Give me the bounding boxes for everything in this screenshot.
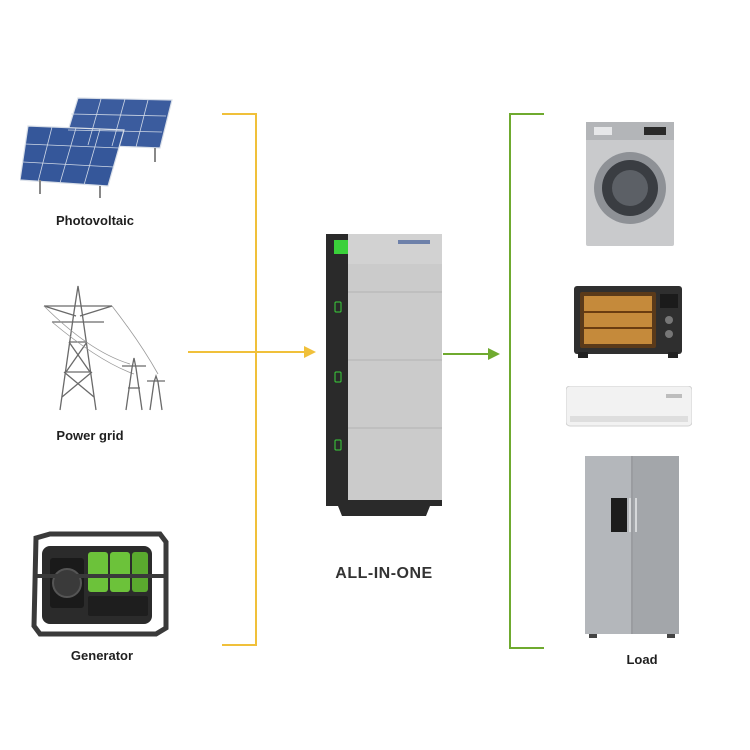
photovoltaic-label: Photovoltaic — [55, 213, 134, 228]
washing-machine-icon — [586, 122, 674, 246]
power-grid-tower-icon — [30, 282, 170, 412]
all-in-one-battery-cabinet-icon — [326, 234, 442, 516]
input-arrowhead — [304, 346, 316, 358]
oven-icon — [574, 286, 682, 358]
output-arrowhead — [488, 348, 500, 360]
all-in-one-label: ALL-IN-ONE — [335, 565, 433, 582]
load-label: Load — [626, 652, 658, 667]
power-grid-label: Power grid — [56, 428, 124, 443]
solar-panel-icon — [20, 90, 180, 200]
air-conditioner-icon — [566, 386, 692, 430]
generator-icon — [30, 528, 170, 638]
refrigerator-icon — [585, 456, 679, 638]
generator-label: Generator — [70, 648, 134, 663]
input-bracket-line — [222, 113, 257, 646]
output-bracket-line — [509, 113, 544, 649]
